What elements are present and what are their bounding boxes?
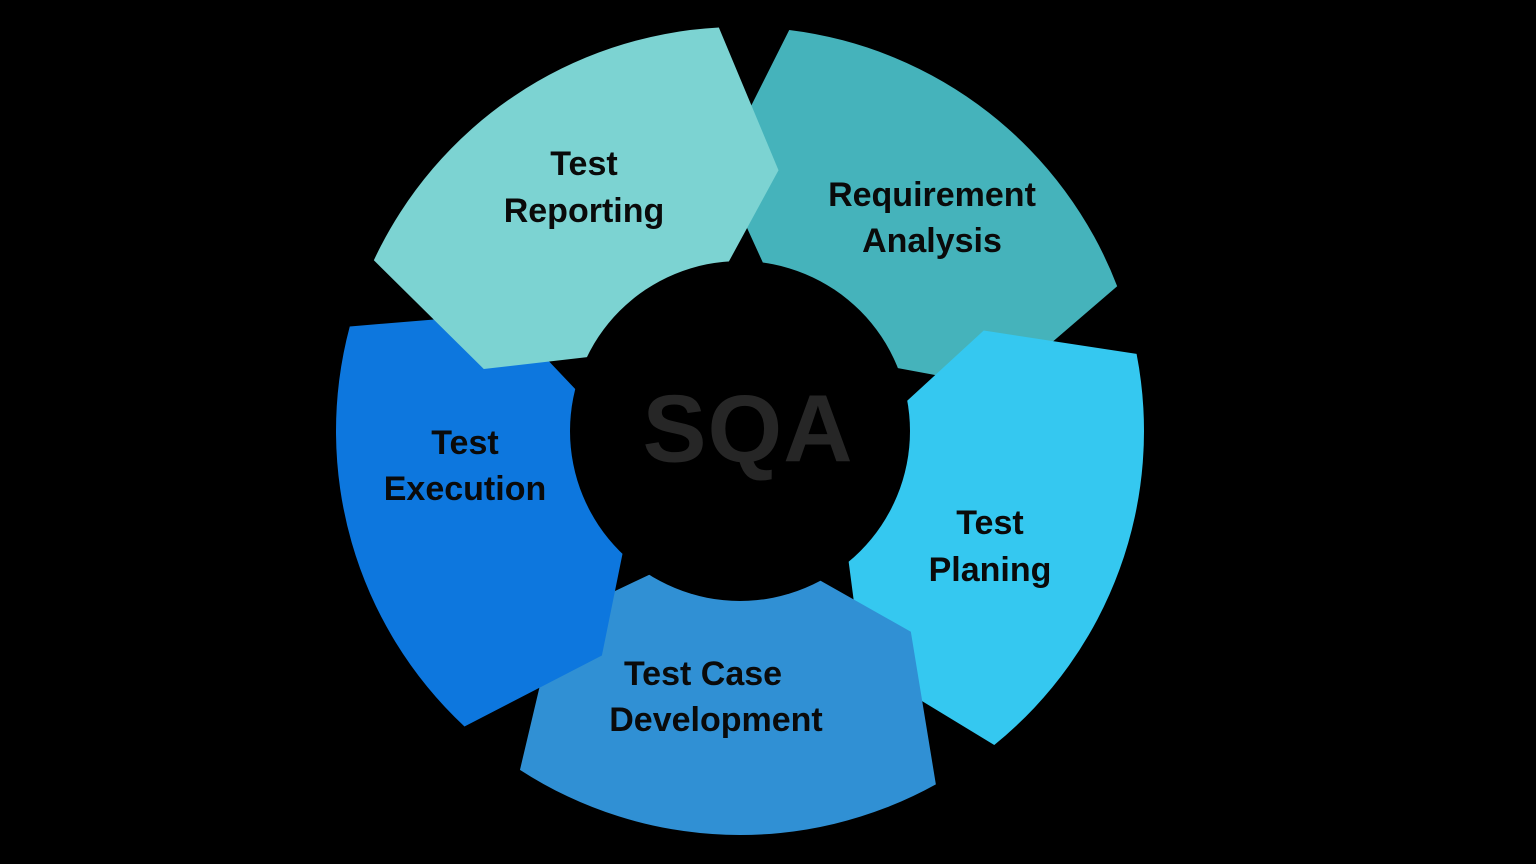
center-hub: [570, 261, 910, 601]
segment-test-execution[interactable]: [336, 313, 624, 727]
segment-label-test-execution-line1: Test: [431, 424, 498, 462]
segment-label-test-reporting-line2: Reporting: [504, 192, 665, 230]
segment-label-test-reporting-line1: Test: [550, 145, 617, 183]
segment-label-test-planing-line1: Test: [956, 504, 1023, 542]
segment-label-requirement-analysis-line2: Analysis: [862, 222, 1002, 260]
segment-label-test-case-development-line2: Development: [609, 701, 823, 739]
segment-label-requirement-analysis-line1: Requirement: [828, 176, 1036, 214]
segment-test-reporting[interactable]: [373, 27, 779, 370]
segment-test-case-development[interactable]: [519, 572, 936, 835]
segment-test-planing[interactable]: [848, 330, 1145, 745]
segment-label-test-case-development-line1: Test Case: [624, 655, 782, 693]
segment-shapes-group: [336, 27, 1145, 835]
segment-label-test-planing-line2: Planing: [929, 551, 1052, 589]
center-title: SQA: [642, 375, 853, 482]
segment-requirement-analysis[interactable]: [719, 30, 1118, 388]
segment-label-test-execution-line2: Execution: [384, 470, 546, 508]
